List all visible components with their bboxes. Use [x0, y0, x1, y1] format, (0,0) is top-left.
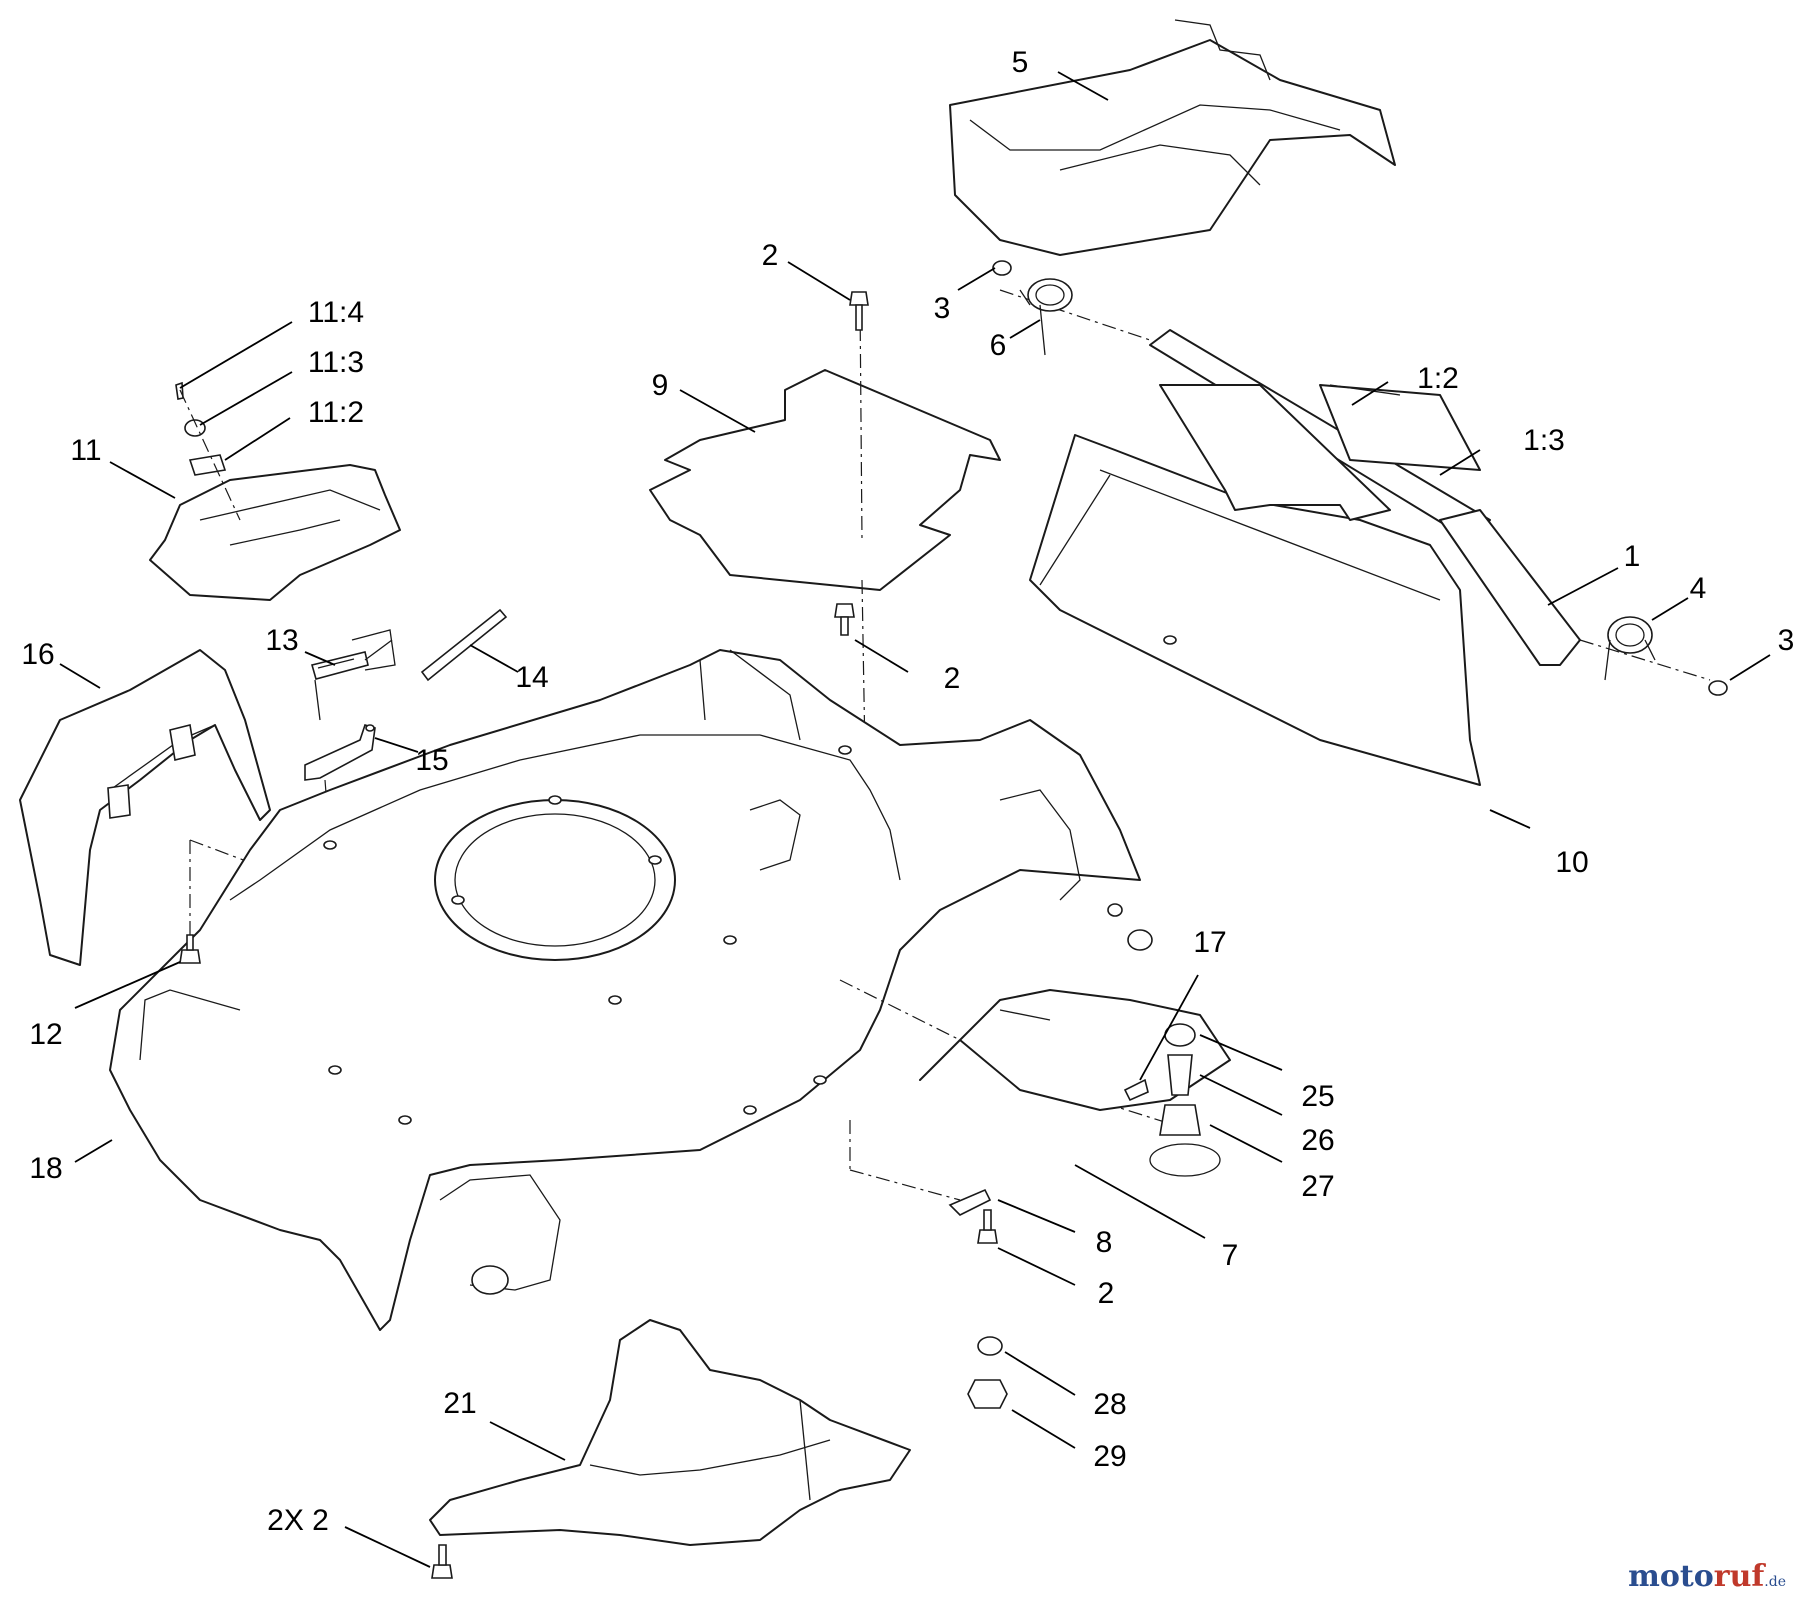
callout-11-2: 11:2 — [308, 396, 364, 429]
centerline-hinge-left — [999, 289, 1151, 341]
part-26 — [1167, 1054, 1193, 1096]
part-side-plate — [919, 989, 1231, 1111]
screw-17 — [1123, 1078, 1149, 1102]
callout-17: 17 — [1193, 926, 1226, 959]
site-watermark-logo: motoruf.de — [1628, 1559, 1786, 1594]
part-rear-chute — [949, 19, 1396, 256]
callout-2x-2: 2X 2 — [267, 1504, 329, 1537]
callout-29: 29 — [1093, 1440, 1126, 1473]
callout-27: 27 — [1301, 1170, 1334, 1203]
part-rear-door — [1029, 434, 1481, 786]
callout-18: 18 — [29, 1152, 62, 1185]
bolt-2-top — [849, 291, 869, 331]
callout-28: 28 — [1093, 1388, 1126, 1421]
part-side-guard — [19, 649, 271, 966]
part-bracket — [304, 724, 376, 781]
callout-26: 26 — [1301, 1124, 1334, 1157]
callout-13: 13 — [265, 624, 298, 657]
part-27-label-disc — [1149, 1143, 1221, 1177]
bolt-2-low — [977, 1209, 998, 1244]
callout-14: 14 — [515, 661, 548, 694]
part-hinge-rod — [1149, 329, 1581, 666]
callout-11-4: 11:4 — [308, 296, 364, 329]
callout-25: 25 — [1301, 1080, 1334, 1113]
callout-16: 16 — [21, 638, 54, 671]
part-deflector-plate — [649, 369, 1001, 591]
callout-4: 4 — [1690, 572, 1707, 605]
bolt-12 — [179, 934, 201, 964]
centerline-cover — [179, 389, 241, 521]
callout-labels: 5 2 3 6 11:4 11:3 11:2 11 9 1:2 1:3 1 4 … — [21, 46, 1794, 1537]
callout-7: 7 — [1222, 1239, 1239, 1272]
part-torsion-spring-left — [1019, 278, 1073, 356]
bolt-2-mid — [834, 603, 855, 636]
callout-1: 1 — [1624, 540, 1641, 573]
part-rod — [420, 608, 508, 682]
watermark-text-a: moto — [1628, 1559, 1714, 1594]
callout-2-mid: 2 — [944, 662, 961, 695]
part-28-washer — [977, 1336, 1003, 1356]
callout-9: 9 — [652, 369, 669, 402]
callout-8: 8 — [1096, 1226, 1113, 1259]
washer-right — [1708, 680, 1728, 696]
callout-5: 5 — [1012, 46, 1029, 79]
callout-1-2: 1:2 — [1417, 362, 1459, 395]
callout-3-left: 3 — [934, 292, 951, 325]
bolt-2x2 — [431, 1544, 453, 1579]
callout-15: 15 — [415, 744, 448, 777]
part-mower-deck — [109, 649, 1153, 1331]
leader-lines — [59, 71, 1771, 1568]
part-small-bracket — [948, 1188, 992, 1216]
callout-11-3: 11:3 — [308, 346, 364, 379]
part-27 — [1159, 1104, 1201, 1136]
watermark-text-b: ruf — [1713, 1559, 1765, 1594]
watermark-text-c: .de — [1764, 1574, 1786, 1590]
part-extension-spring — [311, 629, 396, 721]
callout-2-low: 2 — [1098, 1277, 1115, 1310]
centerline-hinge-right — [1579, 639, 1711, 681]
callout-3-right: 3 — [1778, 624, 1795, 657]
part-29-nut — [967, 1379, 1008, 1409]
callout-2-top: 2 — [762, 239, 779, 272]
washer-left — [992, 260, 1012, 276]
callout-1-3: 1:3 — [1523, 424, 1565, 457]
part-torsion-spring-right — [1604, 616, 1656, 681]
centerline-deck-bottom — [849, 1120, 961, 1201]
callout-21: 21 — [443, 1387, 476, 1420]
callout-12: 12 — [29, 1018, 62, 1051]
callout-10: 10 — [1555, 846, 1588, 879]
callout-11: 11 — [70, 434, 101, 467]
part-mulch-plug — [429, 1319, 911, 1546]
callout-6: 6 — [990, 329, 1007, 362]
